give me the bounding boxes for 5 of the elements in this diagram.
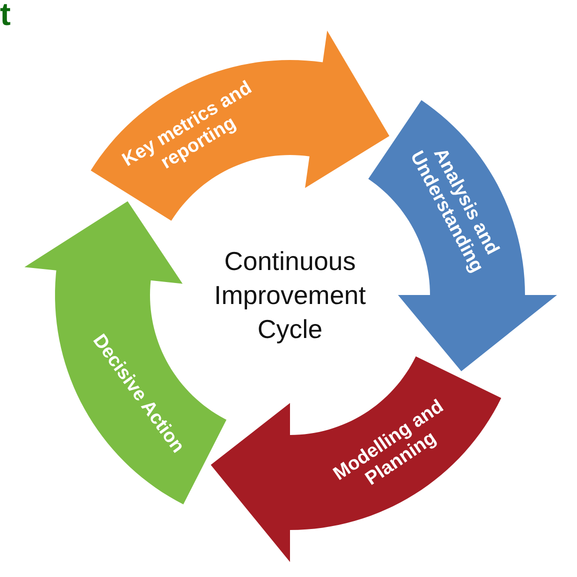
center-title: Continuous Improvement Cycle (213, 245, 367, 346)
title-fragment: t (0, 0, 11, 33)
arrow-segment (368, 100, 557, 372)
arrow-segment (90, 30, 390, 221)
arrow-segment (210, 356, 502, 562)
